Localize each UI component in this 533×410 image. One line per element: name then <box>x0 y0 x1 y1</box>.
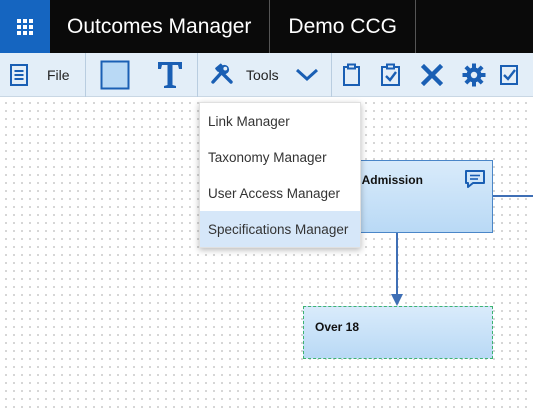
text-tool-button[interactable] <box>143 53 197 97</box>
app-title[interactable]: Outcomes Manager <box>50 0 271 53</box>
clipboard-icon <box>343 63 360 86</box>
document-icon <box>0 53 38 97</box>
top-app-bar: Outcomes Manager Demo CCG <box>0 0 533 53</box>
file-label: File <box>47 66 70 83</box>
tools-menu-button[interactable]: Tools <box>198 52 332 97</box>
menu-item-specifications-manager[interactable]: Specifications Manager <box>200 211 360 247</box>
paste-button[interactable] <box>332 53 372 97</box>
close-x-icon <box>421 63 443 86</box>
clipboard-check-icon <box>381 63 400 86</box>
checkbox-icon <box>500 64 518 85</box>
select-all-button[interactable] <box>494 53 518 97</box>
rectangle-icon <box>100 60 130 89</box>
gear-icon <box>462 63 486 86</box>
menu-item-user-access-manager[interactable]: User Access Manager <box>208 185 341 201</box>
tools-wrench-icon <box>198 53 246 97</box>
menu-item-taxonomy-manager[interactable]: Taxonomy Manager <box>208 149 327 165</box>
delete-button[interactable] <box>410 53 454 97</box>
menu-item-link-manager[interactable]: Link Manager <box>208 113 290 129</box>
app-launcher-button[interactable] <box>0 0 50 53</box>
diagram-node-over-18[interactable]: Over 18 <box>303 306 493 359</box>
comment-icon[interactable] <box>464 169 486 189</box>
connectors <box>391 195 533 306</box>
waffle-grid-icon <box>17 18 33 35</box>
rectangle-shape-button[interactable] <box>86 53 143 97</box>
diagram-canvas[interactable]: ncy Admission Over 18 <box>0 97 533 410</box>
text-t-icon <box>158 61 183 88</box>
settings-button[interactable] <box>454 53 494 97</box>
arrow-head-icon <box>391 294 403 306</box>
shape-tools-group <box>86 52 198 97</box>
chevron-down-icon <box>285 53 329 97</box>
validate-button[interactable] <box>372 53 410 97</box>
node-title: Over 18 <box>315 320 360 334</box>
file-menu-button[interactable]: File <box>0 52 86 97</box>
organisation-title[interactable]: Demo CCG <box>270 0 416 53</box>
toolbar: File <box>0 52 533 97</box>
tools-label: Tools <box>246 66 279 83</box>
tools-dropdown-menu: Link Manager Taxonomy Manager User Acces… <box>199 102 361 248</box>
